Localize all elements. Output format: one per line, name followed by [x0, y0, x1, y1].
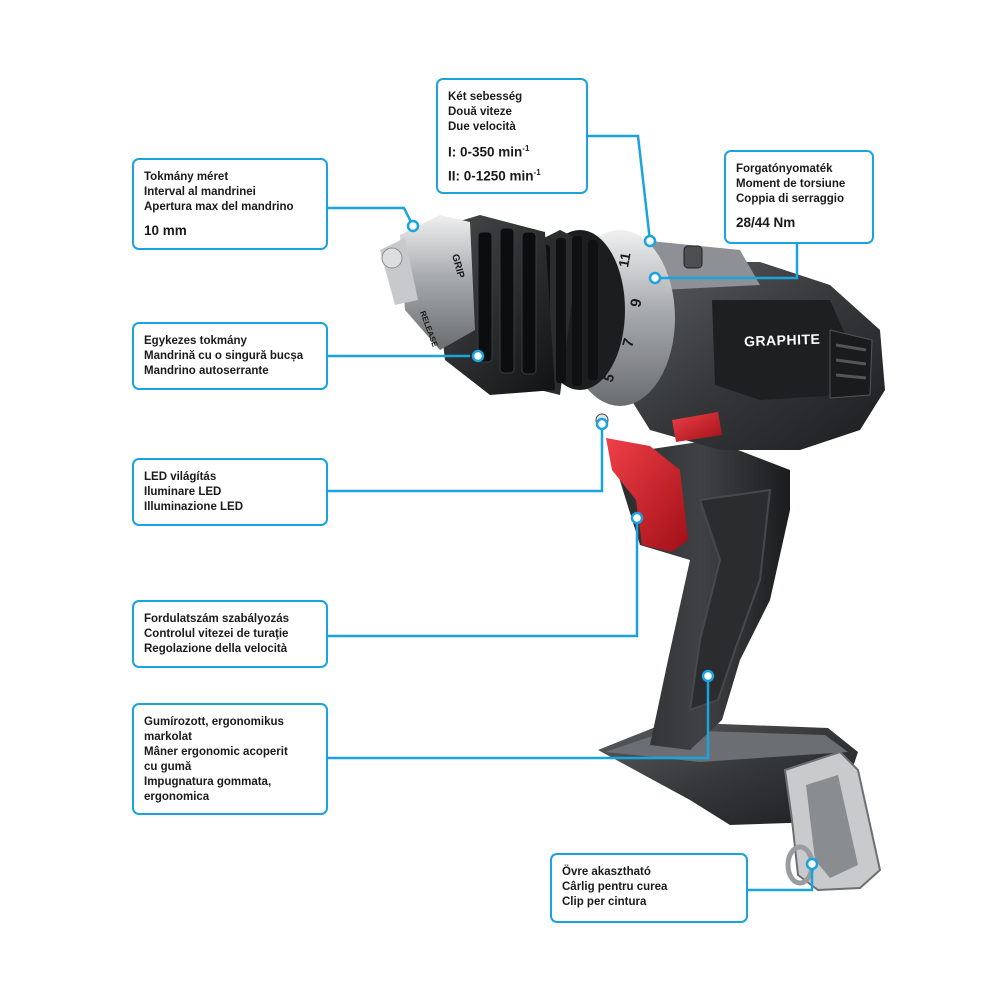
callout-line: Clip per cintura: [562, 896, 647, 908]
callout-keyless-chuck: Egykezes tokmány Mandrină cu o singură b…: [132, 322, 328, 390]
connector-chuck-size: [326, 206, 415, 227]
callout-line: Gumírozott, ergonomikus: [144, 716, 284, 728]
callout-line: Iluminare LED: [144, 486, 222, 498]
callout-line: Mâner ergonomic acoperit: [144, 746, 288, 758]
callout-line: Mandrină cu o singură bucșa: [144, 350, 304, 362]
callout-led: LED világítás Iluminare LED Illuminazion…: [132, 458, 328, 526]
speed-2-exponent: -1: [533, 167, 541, 177]
callout-belt-clip: Övre akasztható Cârlig pentru curea Clip…: [550, 853, 748, 923]
callout-line: Cârlig pentru curea: [562, 881, 668, 893]
chuck-tip: [381, 247, 403, 269]
connector-led: [326, 428, 604, 493]
chuck-collar: [400, 215, 475, 350]
callout-line: LED világítás: [144, 471, 217, 483]
callout-line: Fordulatszám szabályozás: [144, 613, 290, 625]
speed-1-text: I: 0-350 min: [448, 144, 523, 160]
rubber-grip: [688, 488, 772, 712]
speed-2-text: II: 0-1250 min: [448, 168, 534, 183]
callout-line: ergonomica: [144, 791, 210, 803]
connector-dots: [406, 219, 819, 871]
direction-switch: [672, 412, 722, 442]
connector-lines: [326, 134, 814, 892]
callout-two-speeds: Két sebesség Două viteze Due velocità I:…: [436, 78, 588, 194]
trigger: [606, 438, 688, 552]
callout-chuck-size: Tokmány méret Interval al mandrinei Aper…: [132, 158, 328, 250]
connector-belt-clip: [746, 868, 814, 892]
callout-line: Controlul vitezei de turaţie: [144, 628, 289, 640]
callout-line: Două viteze: [448, 106, 512, 118]
callout-speed-control: Fordulatszám szabályozás Controlul vitez…: [132, 600, 328, 668]
speed-1-exponent: -1: [522, 144, 530, 153]
callout-line: Egykezes tokmány: [144, 335, 247, 347]
callout-line: Moment de torsiune: [736, 178, 846, 190]
callout-line: Impugnatura gommata,: [144, 776, 272, 788]
dial-number: 11: [615, 251, 633, 269]
callout-line: markolat: [144, 731, 192, 743]
speed-2-value: II: 0-1250 min-1: [448, 163, 576, 187]
speed-1-value: I: 0-350 min-1: [448, 139, 576, 163]
callout-line: Illuminazione LED: [144, 501, 244, 513]
callout-line: Apertura max del mandrino: [144, 201, 294, 213]
callout-torque: Forgatónyomaték Moment de torsiune Coppi…: [724, 150, 874, 244]
dial-number: 9: [627, 297, 645, 309]
callout-value: 28/44 Nm: [736, 215, 796, 230]
callout-line: cu gumă: [144, 761, 192, 773]
connector-two-speeds: [586, 134, 652, 242]
callout-line: Regolazione della velocità: [144, 643, 288, 655]
brand-logo: GRAPHITE: [743, 330, 821, 350]
callout-value: 10 mm: [144, 223, 187, 238]
callout-line: Coppia di serraggio: [736, 193, 844, 205]
callout-line: Interval al mandrinei: [144, 186, 256, 198]
callout-line: Tokmány méret: [144, 171, 229, 183]
callout-line: Két sebesség: [448, 91, 523, 103]
connector-speed-control: [326, 522, 639, 638]
connector-grip: [326, 680, 710, 760]
callout-line: Forgatónyomaték: [736, 163, 833, 175]
callout-grip: Gumírozott, ergonomikus markolat Mâner e…: [132, 703, 328, 815]
callout-line: Övre akasztható: [562, 866, 651, 878]
callout-line: Due velocità: [448, 121, 516, 133]
speed-selector: [683, 245, 703, 269]
connector-torque: [655, 244, 799, 280]
callout-line: Mandrino autoserrante: [144, 365, 269, 377]
